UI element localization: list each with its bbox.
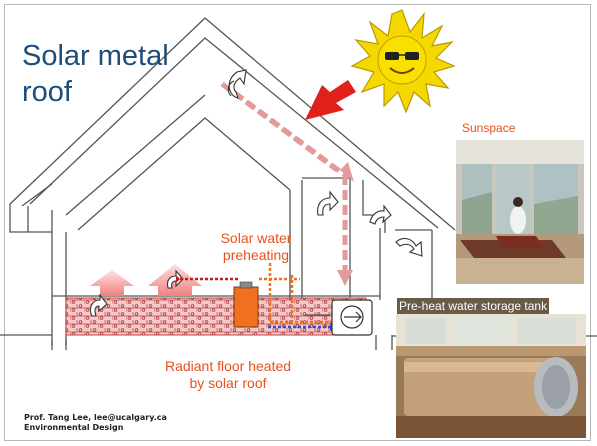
sunspace-label: Sunspace — [462, 121, 516, 135]
radiant-floor-label: Radiant floor heated by solar roof — [148, 358, 308, 392]
title-line-2: roof — [22, 76, 72, 108]
slide-frame — [4, 4, 591, 441]
radiant-floor-line-1: Radiant floor heated — [164, 358, 292, 374]
tank-photo-label: Pre-heat water storage tank — [397, 298, 550, 314]
credit: Prof. Tang Lee, lee@ucalgary.ca Environm… — [24, 413, 167, 433]
radiant-floor-slab — [65, 297, 367, 336]
solar-water-line-2: preheating — [222, 247, 290, 263]
water-tank-icon — [233, 286, 259, 328]
sun-ray-arrow — [305, 80, 356, 120]
tank-photo — [396, 314, 586, 438]
solar-water-line-1: Solar water — [220, 230, 292, 246]
sunspace-photo — [456, 140, 584, 284]
credit-line-1: Prof. Tang Lee, lee@ucalgary.ca — [24, 413, 167, 422]
roof-airflow — [220, 81, 348, 275]
radiant-floor-line-2: by solar roof — [189, 375, 267, 391]
air-handler-icon — [331, 299, 373, 336]
airflow-arrowhead — [337, 270, 353, 286]
title-line-1: Solar metal — [22, 40, 169, 72]
credit-line-2: Environmental Design — [24, 423, 124, 432]
slide-title: Solar metal roof — [22, 38, 169, 110]
solar-water-label: Solar water preheating — [201, 230, 311, 264]
sun-icon — [350, 9, 456, 114]
white-flow-arrows — [89, 69, 423, 317]
water-pipes — [176, 263, 336, 331]
